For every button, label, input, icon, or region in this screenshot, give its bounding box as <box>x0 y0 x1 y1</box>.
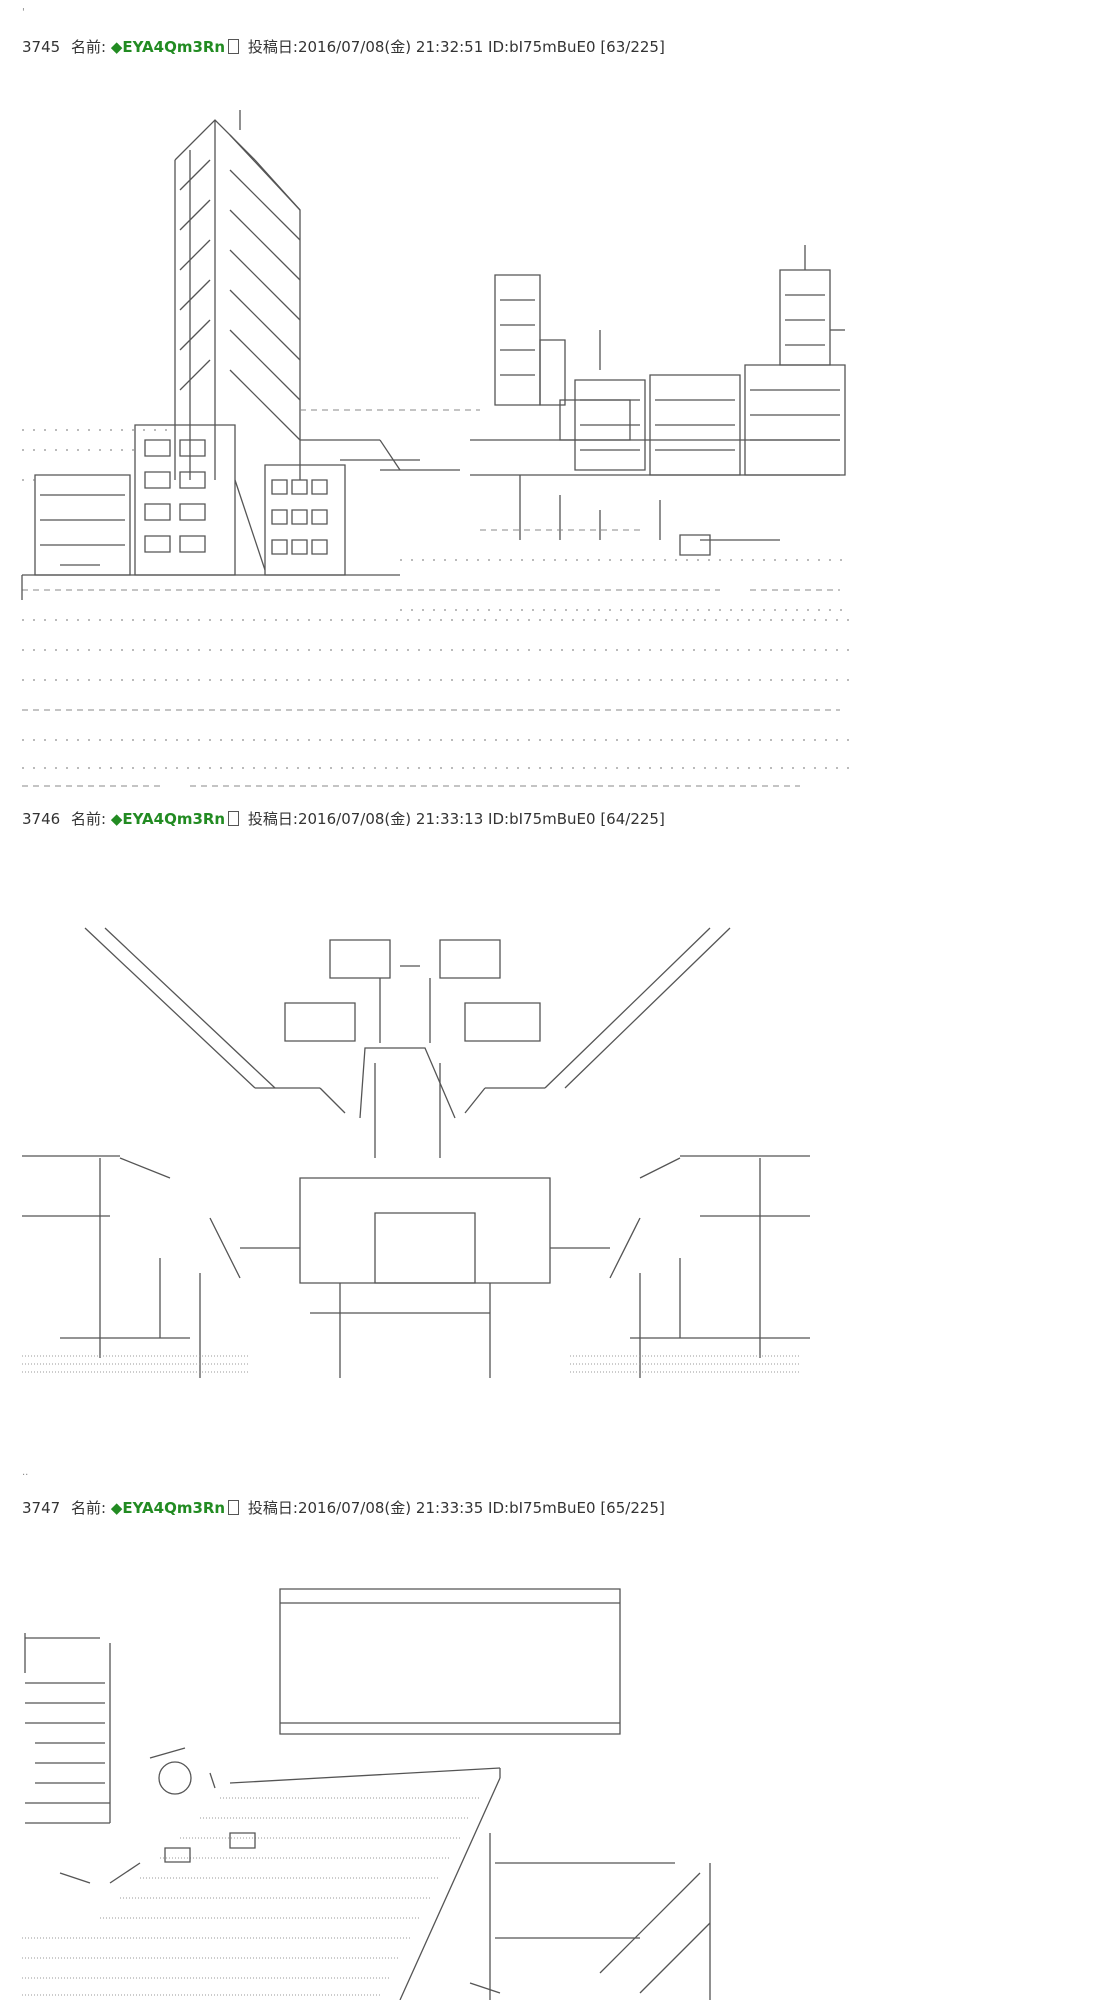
room-drawing <box>0 1583 820 2000</box>
date-label: 投稿日: <box>247 1499 298 1517</box>
missing-glyph-icon <box>228 39 240 54</box>
date-label: 投稿日: <box>247 38 298 56</box>
post-number: 3746 <box>22 810 61 828</box>
name-label: 名前: <box>70 810 107 828</box>
post-count: [65/225] <box>600 1499 665 1517</box>
missing-glyph-icon <box>228 811 240 826</box>
post-id: ID:bI75mBuE0 <box>488 810 596 828</box>
city-skyline-art <box>0 100 860 790</box>
missing-glyph-icon <box>228 1500 240 1515</box>
post-datetime: 2016/07/08(金) 21:33:13 <box>297 810 484 828</box>
room-art <box>0 1583 820 2000</box>
post-datetime: 2016/07/08(金) 21:32:51 <box>297 38 484 56</box>
post-number: 3745 <box>22 38 61 56</box>
poster-trip[interactable]: ◆EYA4Qm3Rn <box>110 810 226 828</box>
post-header: 3746 名前: ◆EYA4Qm3Rn 投稿日:2016/07/08(金) 21… <box>22 808 665 830</box>
name-label: 名前: <box>70 1499 107 1517</box>
name-label: 名前: <box>70 38 107 56</box>
city-skyline-drawing <box>0 100 860 790</box>
post-id: ID:bI75mBuE0 <box>488 1499 596 1517</box>
post-header: 3745 名前: ◆EYA4Qm3Rn 投稿日:2016/07/08(金) 21… <box>22 36 665 58</box>
poster-trip[interactable]: ◆EYA4Qm3Rn <box>110 1499 226 1517</box>
date-label: 投稿日: <box>247 810 298 828</box>
between-mark: .. <box>22 1467 29 1478</box>
post-count: [63/225] <box>600 38 665 56</box>
corridor-drawing <box>0 918 820 1378</box>
corridor-art <box>0 918 820 1378</box>
post-datetime: 2016/07/08(金) 21:33:35 <box>297 1499 484 1517</box>
post-number: 3747 <box>22 1499 61 1517</box>
post-id: ID:bI75mBuE0 <box>488 38 596 56</box>
post-count: [64/225] <box>600 810 665 828</box>
post-header: 3747 名前: ◆EYA4Qm3Rn 投稿日:2016/07/08(金) 21… <box>22 1497 665 1519</box>
top-mark: ' <box>22 7 25 18</box>
poster-trip[interactable]: ◆EYA4Qm3Rn <box>110 38 226 56</box>
